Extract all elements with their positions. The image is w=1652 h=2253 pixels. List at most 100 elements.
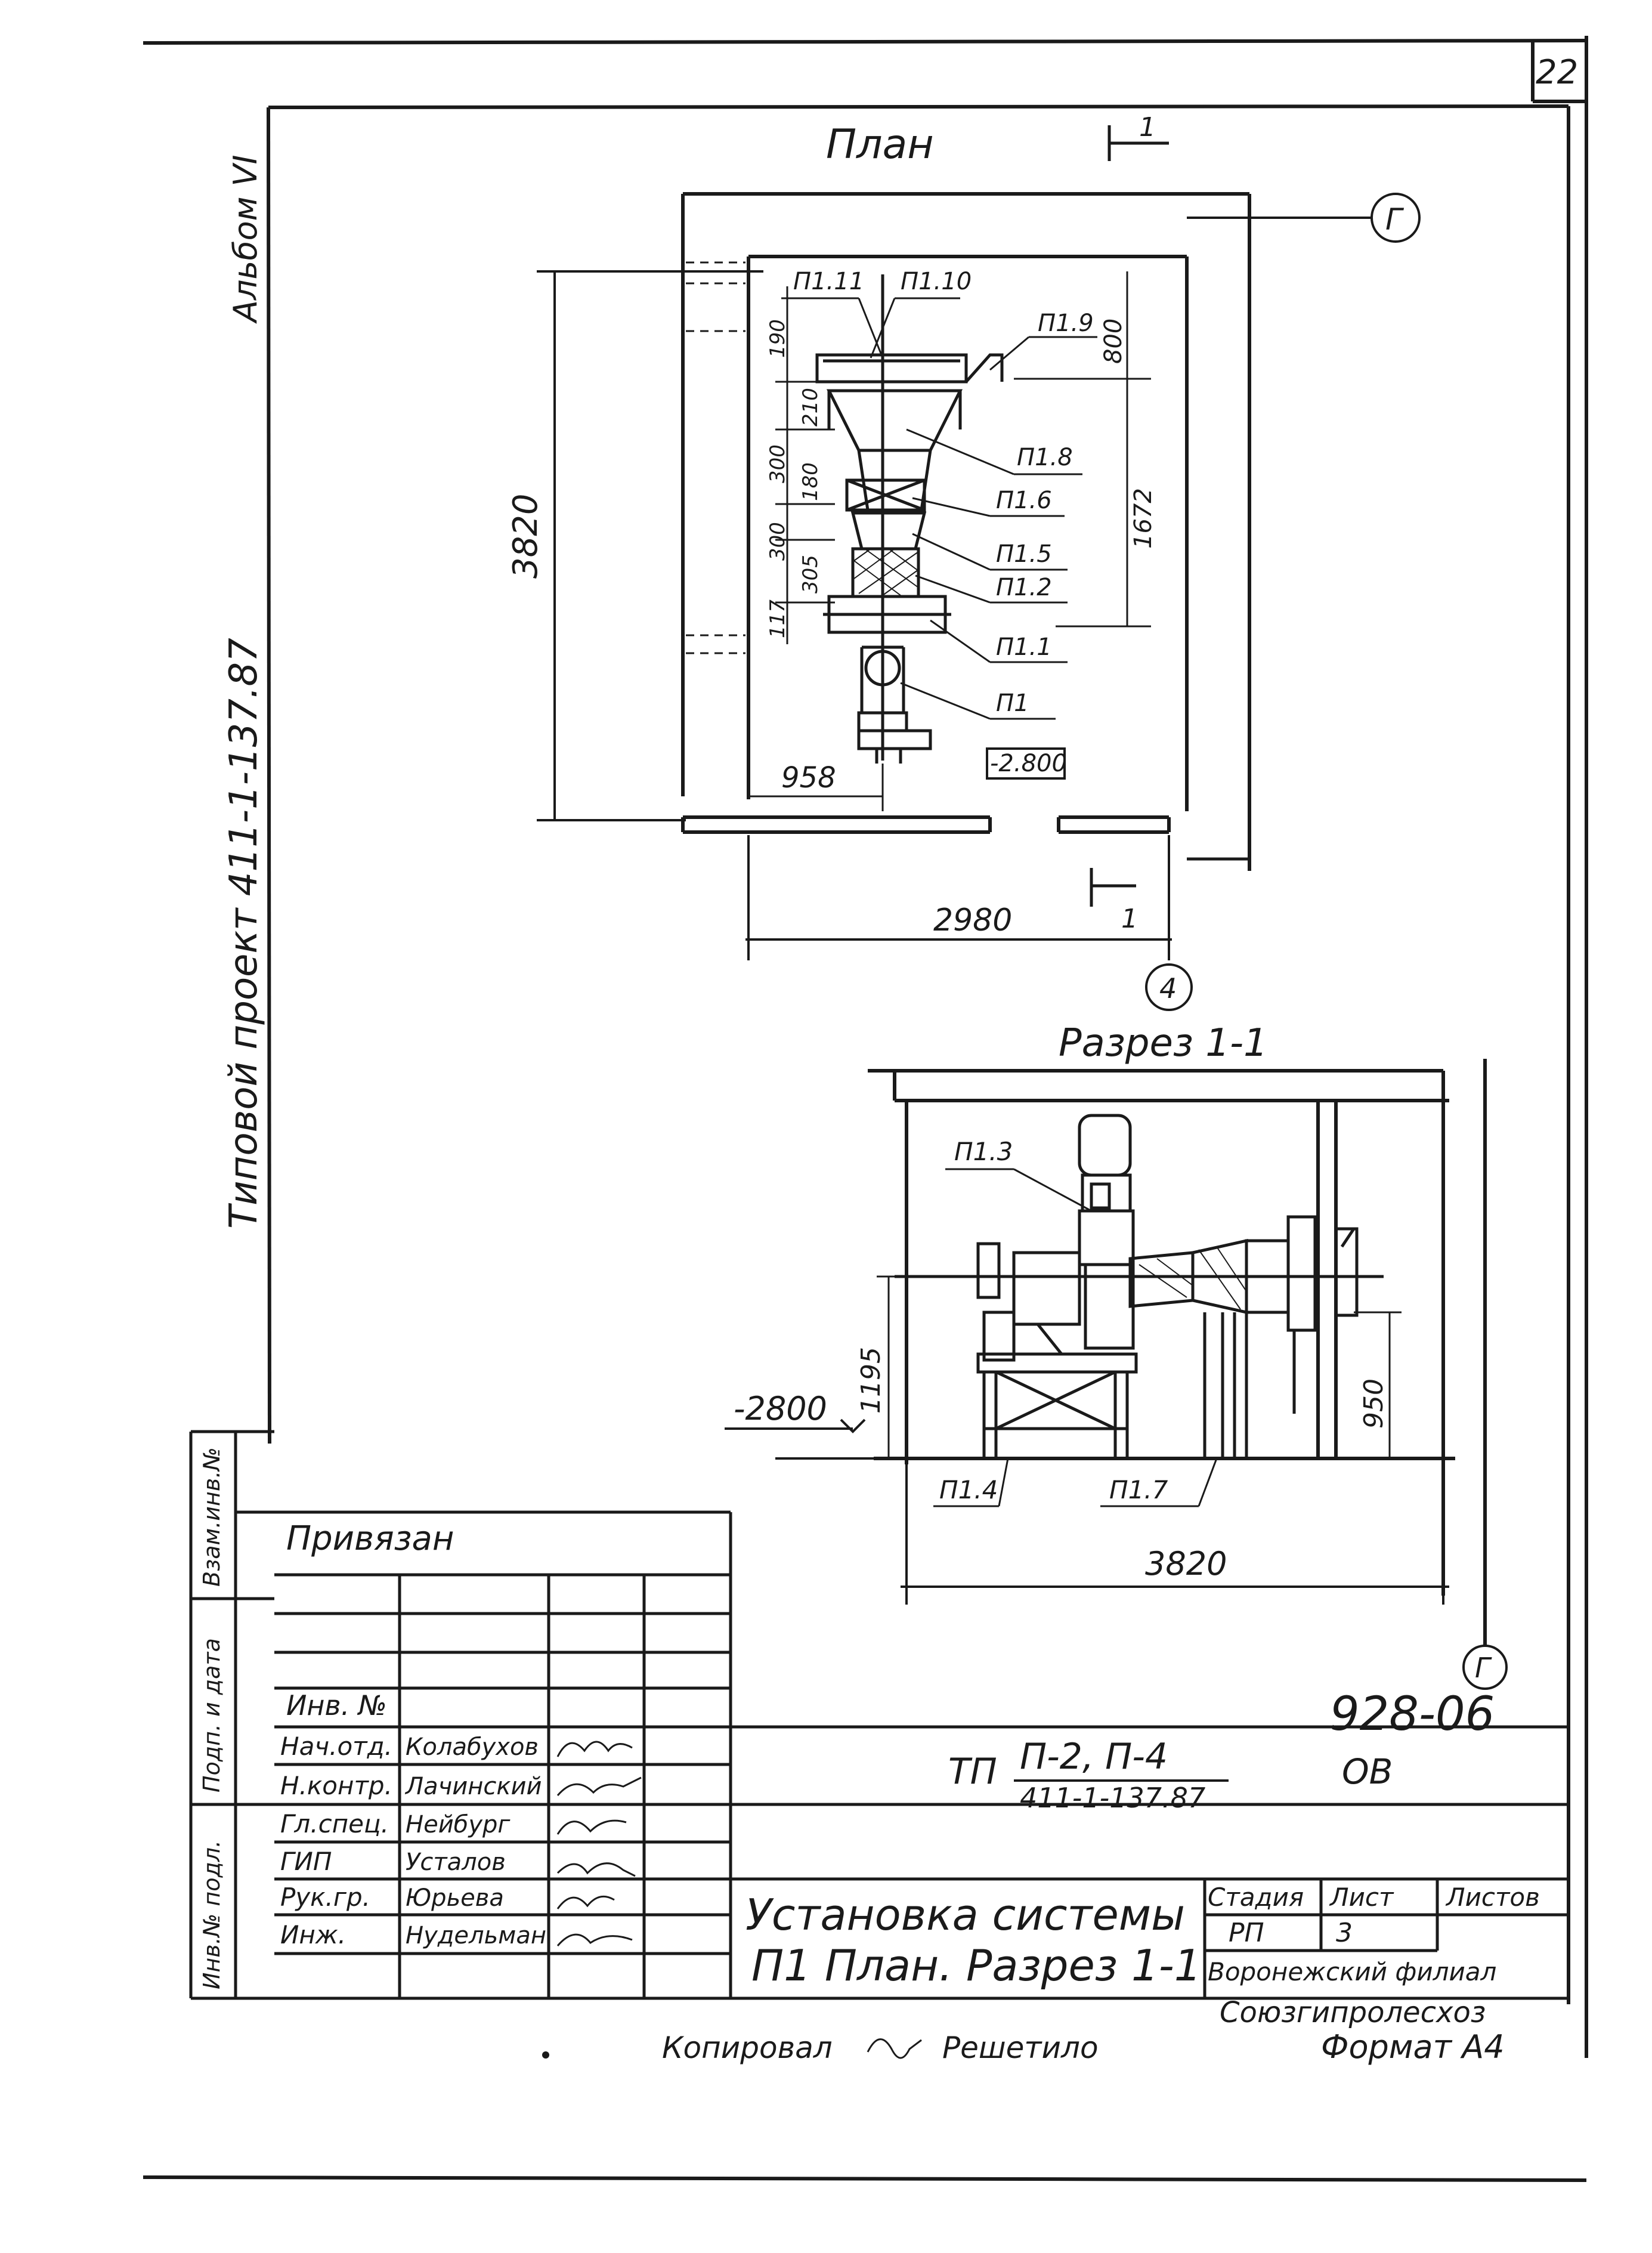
org-line1: Воронежский филиал bbox=[1208, 1957, 1496, 1986]
dim-300a: 300 bbox=[766, 444, 790, 483]
axis-g-section bbox=[1462, 1645, 1508, 1690]
dim-190: 190 bbox=[766, 319, 790, 358]
staff-role-2: Гл.спец. bbox=[280, 1809, 389, 1838]
staff-name-3: Усталов bbox=[406, 1849, 506, 1876]
section-title: Разрез 1-1 bbox=[1059, 1021, 1268, 1065]
dim-2980 bbox=[745, 835, 1172, 960]
tag-p1-9: П1.9 bbox=[1038, 310, 1094, 337]
title-line2: П1 План. Разрез 1-1 bbox=[751, 1940, 1202, 1991]
section-equipment bbox=[895, 1114, 1384, 1458]
dim-chain-internal bbox=[775, 286, 835, 644]
dim-800: 800 bbox=[1100, 319, 1127, 364]
tag-p1-10: П1.10 bbox=[901, 268, 972, 295]
tag-p1: П1 bbox=[996, 690, 1029, 717]
plan-level: -2.800 bbox=[990, 750, 1067, 777]
section-level-mark bbox=[725, 1418, 907, 1460]
tag-p1-6: П1.6 bbox=[996, 487, 1052, 514]
dim-305: 305 bbox=[799, 555, 822, 594]
section-level: -2800 bbox=[734, 1390, 827, 1427]
dim-1195 bbox=[877, 1275, 907, 1458]
tag-p1-2: П1.2 bbox=[996, 574, 1052, 601]
dim-950-label: 950 bbox=[1359, 1379, 1389, 1429]
tp-prefix: ТП bbox=[948, 1751, 997, 1792]
format-label: Формат А4 bbox=[1321, 2028, 1505, 2066]
staff-role-1: Н.контр. bbox=[280, 1771, 392, 1800]
sheet-frame bbox=[143, 36, 1588, 2182]
staff-role-4: Рук.гр. bbox=[280, 1883, 370, 1912]
dim-right-plan bbox=[1014, 271, 1151, 628]
tag-p1-4: П1.4 bbox=[939, 1475, 998, 1504]
side-label-inv: Инв.№ подл. bbox=[199, 1840, 225, 1989]
tag-p1-3: П1.3 bbox=[954, 1137, 1013, 1166]
org-line2: Союзгипролесхоз bbox=[1220, 1996, 1486, 2029]
dim-950 bbox=[1354, 1311, 1402, 1458]
staff-role-3: ГИП bbox=[280, 1847, 332, 1876]
dim-3820-plan-label: 3820 bbox=[506, 493, 545, 579]
tag-p1-5: П1.5 bbox=[996, 540, 1052, 568]
axis-g-section-label: Г bbox=[1475, 1652, 1492, 1684]
album-label: Альбом VI bbox=[227, 155, 264, 324]
staff-name-1: Лачинский bbox=[404, 1773, 542, 1800]
section-mark-bottom bbox=[1090, 857, 1249, 907]
section-structure bbox=[868, 1059, 1487, 1646]
side-label-podp: Подп. и дата bbox=[199, 1638, 225, 1792]
tp-numerator: П-2, П-4 bbox=[1020, 1736, 1168, 1778]
dim-1195-label: 1195 bbox=[856, 1347, 886, 1414]
stage-value: РП bbox=[1229, 1918, 1264, 1948]
dim-958 bbox=[748, 764, 884, 811]
footer: Копировал Решетило Формат А4 bbox=[542, 2028, 1505, 2066]
tag-p1-11: П1.11 bbox=[793, 268, 864, 295]
copied-label: Копировал bbox=[662, 2031, 833, 2065]
dim-180: 180 bbox=[799, 462, 822, 501]
plan-walls bbox=[681, 192, 1251, 871]
staff-name-0: Колабухов bbox=[406, 1733, 539, 1761]
axis-4-plan-label: 4 bbox=[1159, 972, 1177, 1005]
signatures bbox=[556, 1741, 642, 1946]
sheet-number: 22 bbox=[1536, 53, 1578, 92]
title-block-lines bbox=[189, 1430, 1569, 2000]
tag-p1-7: П1.7 bbox=[1109, 1475, 1168, 1504]
plan-title: План bbox=[826, 121, 934, 168]
copier-name: Решетило bbox=[942, 2031, 1099, 2065]
section-mark-top-label: 1 bbox=[1139, 112, 1156, 143]
sheets-label: Листов bbox=[1445, 1883, 1540, 1912]
dim-210: 210 bbox=[799, 388, 822, 427]
duct-hatch bbox=[1139, 1246, 1247, 1310]
section-leaders bbox=[933, 1168, 1218, 1507]
dim-3820-section-label: 3820 bbox=[1145, 1545, 1227, 1583]
tag-p1-1: П1.1 bbox=[996, 633, 1052, 661]
plan-hatched-walls bbox=[686, 261, 745, 654]
staff-name-5: Нудельман bbox=[406, 1922, 546, 1949]
dim-3820-section bbox=[901, 1458, 1449, 1605]
sheet-label: Лист bbox=[1329, 1883, 1394, 1912]
section-mark-bottom-label: 1 bbox=[1121, 904, 1138, 934]
sheet-value: 3 bbox=[1336, 1918, 1353, 1948]
dim-2980-label: 2980 bbox=[933, 903, 1012, 938]
dim-3820-plan bbox=[537, 270, 763, 821]
staff-role-5: Инж. bbox=[280, 1920, 346, 1949]
plan-view: План 1 bbox=[506, 112, 1421, 1011]
dim-300b: 300 bbox=[766, 522, 790, 561]
stage-label: Стадия bbox=[1208, 1883, 1304, 1912]
project-label: Типовой проект 411-1-137.87 bbox=[222, 638, 266, 1229]
side-label-vzam: Взам.инв.№ bbox=[199, 1447, 225, 1587]
title-block: Взам.инв.№ Подп. и дата Инв.№ подл. Прив… bbox=[189, 1430, 1569, 2029]
tp-denominator: 411-1-137.87 bbox=[1020, 1782, 1205, 1814]
tag-p1-8: П1.8 bbox=[1017, 444, 1073, 471]
section-view: Разрез 1-1 bbox=[725, 1021, 1508, 1690]
privyazan: Привязан bbox=[286, 1519, 454, 1558]
section-mark-top bbox=[1107, 125, 1169, 161]
plan-level-box bbox=[986, 747, 1066, 780]
axis-g-plan-label: Г bbox=[1385, 202, 1404, 237]
staff-name-2: Нейбург bbox=[406, 1811, 511, 1838]
drawing-code: 928-06 bbox=[1330, 1688, 1495, 1741]
filter-hatch bbox=[853, 548, 919, 596]
title-line1: Установка системы bbox=[745, 1890, 1185, 1940]
axis-g-plan bbox=[1187, 193, 1421, 243]
staff-name-4: Юрьева bbox=[406, 1884, 504, 1912]
doc-mark: ОВ bbox=[1342, 1751, 1393, 1792]
dim-117: 117 bbox=[766, 599, 790, 638]
plan-leaders bbox=[781, 297, 1097, 720]
plan-equipment bbox=[815, 274, 1004, 764]
